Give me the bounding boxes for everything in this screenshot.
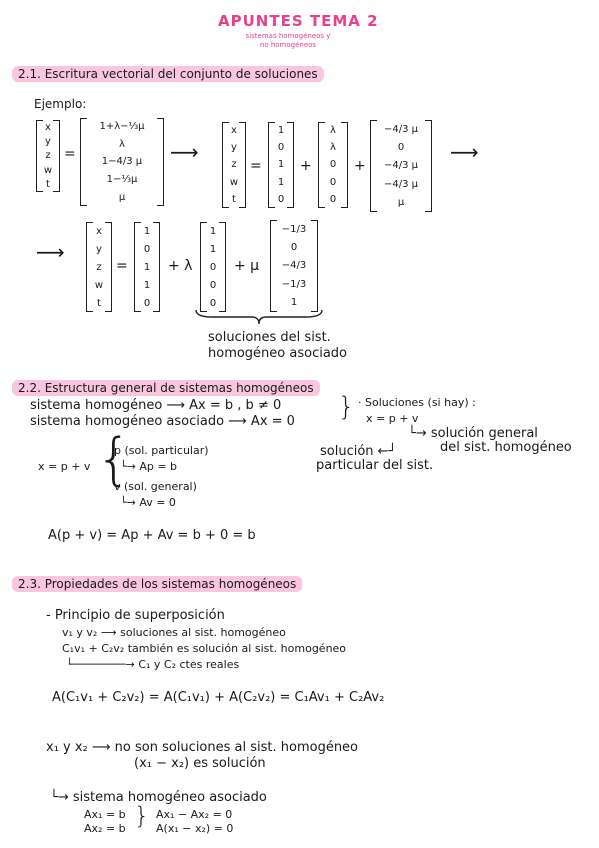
example-label: Ejemplo: [34, 97, 87, 111]
principle-line-1: v₁ y v₂ ⟶ soluciones al sist. homogéneo [62, 626, 286, 639]
system-line-1: sistema homogéneo ⟶ Ax = b , b ≠ 0 [30, 398, 282, 413]
particular-solution-2: particular del sist. [316, 458, 434, 473]
superposition-formula: A(C₁v₁ + C₂v₂) = A(C₁v₁) + A(C₂v₂) = C₁A… [52, 690, 385, 705]
system-line-2: sistema homogéneo asociado ⟶ Ax = 0 [30, 414, 295, 429]
page-title: APUNTES TEMA 2 [218, 12, 379, 30]
page-subtitle-2: no homogéneos [259, 41, 317, 49]
linearity-formula: A(p + v) = Ap + Av = b + 0 = b [48, 528, 256, 543]
lambda-plus: + λ [168, 258, 193, 274]
section-heading-2-1: 2.1. Escritura vectorial del conjunto de… [12, 66, 324, 82]
result-2: A(x₁ − x₂) = 0 [156, 822, 234, 835]
brace-note-1: soluciones del sist. [208, 330, 331, 345]
brace-note-2: homogéneo asociado [208, 346, 348, 361]
underbrace [195, 309, 323, 325]
ax2-eq: Ax₂ = b [84, 822, 126, 835]
equals-sign: = [250, 158, 262, 174]
plus-sign: + [354, 158, 366, 174]
page-subtitle-1: sistemas homogéneos y [245, 32, 331, 40]
general-solution-2: del sist. homogéneo [440, 440, 572, 455]
brace-right: } [338, 392, 355, 422]
principle-line-2: C₁v₁ + C₂v₂ también es solución al sist.… [62, 642, 347, 655]
arrow-1: ⟶ [170, 140, 199, 164]
ax1-eq: Ax₁ = b [84, 808, 126, 821]
solutions-head: · Soluciones (si hay) : [358, 396, 476, 409]
x1x2-line-2: (x₁ − x₂) es solución [134, 756, 266, 771]
equals-sign: = [116, 258, 128, 274]
x1x2-line-1: x₁ y x₂ ⟶ no son soluciones al sist. hom… [46, 740, 359, 755]
section-heading-2-2: 2.2. Estructura general de sistemas homo… [12, 380, 320, 396]
brace-left: { [96, 427, 132, 492]
particular-solution-1: solución ←┘ [320, 444, 397, 459]
mu-plus: + μ [234, 258, 260, 274]
x-decomposition: x = p + v [38, 460, 91, 473]
associated-system: └→ sistema homogéneo asociado [50, 790, 267, 805]
principle-line-3: └────────→ C₁ y C₂ ctes reales [66, 658, 240, 671]
equals-sign: = [64, 146, 76, 162]
brace-right-2: } [134, 802, 150, 830]
general-label: v (sol. general) [114, 480, 197, 493]
particular-label: p (sol. particular) [114, 444, 209, 457]
arrow-2: ⟶ [450, 140, 479, 164]
plus-sign: + [300, 158, 312, 174]
solutions-eq: x = p + v [366, 412, 419, 425]
arrow-3: ⟶ [36, 240, 65, 264]
result-1: Ax₁ − Ax₂ = 0 [156, 808, 233, 821]
section-heading-2-3: 2.3. Propiedades de los sistemas homogén… [12, 576, 303, 592]
general-condition: └→ Av = 0 [120, 496, 176, 509]
principle-heading: - Principio de superposición [46, 608, 225, 623]
general-solution-1: └→ solución general [408, 426, 538, 441]
particular-condition: └→ Ap = b [120, 460, 178, 473]
